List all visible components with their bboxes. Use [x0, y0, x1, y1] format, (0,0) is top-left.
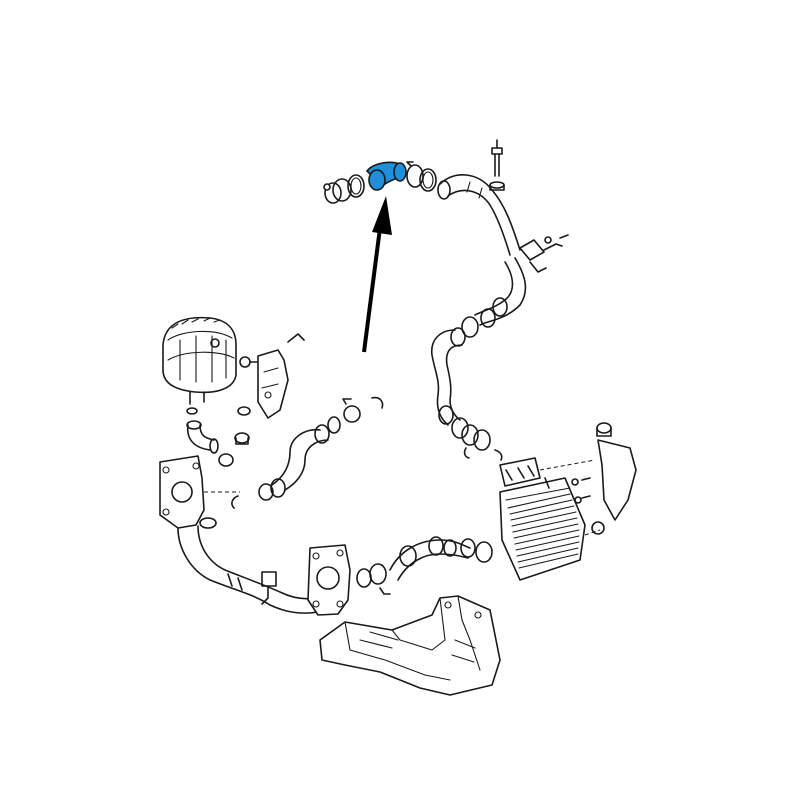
intercooler-mount[interactable] — [571, 422, 637, 535]
intercooler[interactable] — [499, 457, 601, 581]
clamp-top-right-1[interactable] — [406, 161, 424, 188]
arrow-pointer — [362, 196, 392, 353]
sensor-bracket[interactable] — [519, 234, 569, 273]
turbo-flange-left[interactable] — [159, 455, 240, 529]
center-clamps[interactable] — [451, 417, 503, 461]
bolt-top[interactable] — [489, 139, 505, 191]
upper-right-pipe[interactable] — [437, 174, 521, 256]
turbo-flange-right[interactable] — [307, 544, 351, 616]
right-middle-hose[interactable] — [461, 257, 527, 338]
air-duct[interactable] — [319, 595, 501, 696]
bracket-small-bolts[interactable] — [186, 406, 251, 445]
left-mid-clamps[interactable] — [231, 396, 384, 509]
small-elbow-hose[interactable] — [186, 420, 234, 467]
center-s-hose[interactable] — [430, 327, 466, 426]
clamp-top-left-1[interactable] — [323, 178, 352, 204]
lower-intercooler-hose[interactable] — [356, 536, 493, 595]
left-mid-hose[interactable] — [258, 416, 341, 501]
clamp-top-left-2[interactable] — [347, 174, 365, 198]
left-bracket[interactable] — [257, 333, 305, 419]
highlighted-intake-hose[interactable] — [365, 161, 407, 191]
expansion-tank[interactable] — [162, 316, 237, 405]
lower-crossover-pipe[interactable] — [177, 517, 319, 614]
clamp-top-right-2[interactable] — [419, 168, 437, 192]
